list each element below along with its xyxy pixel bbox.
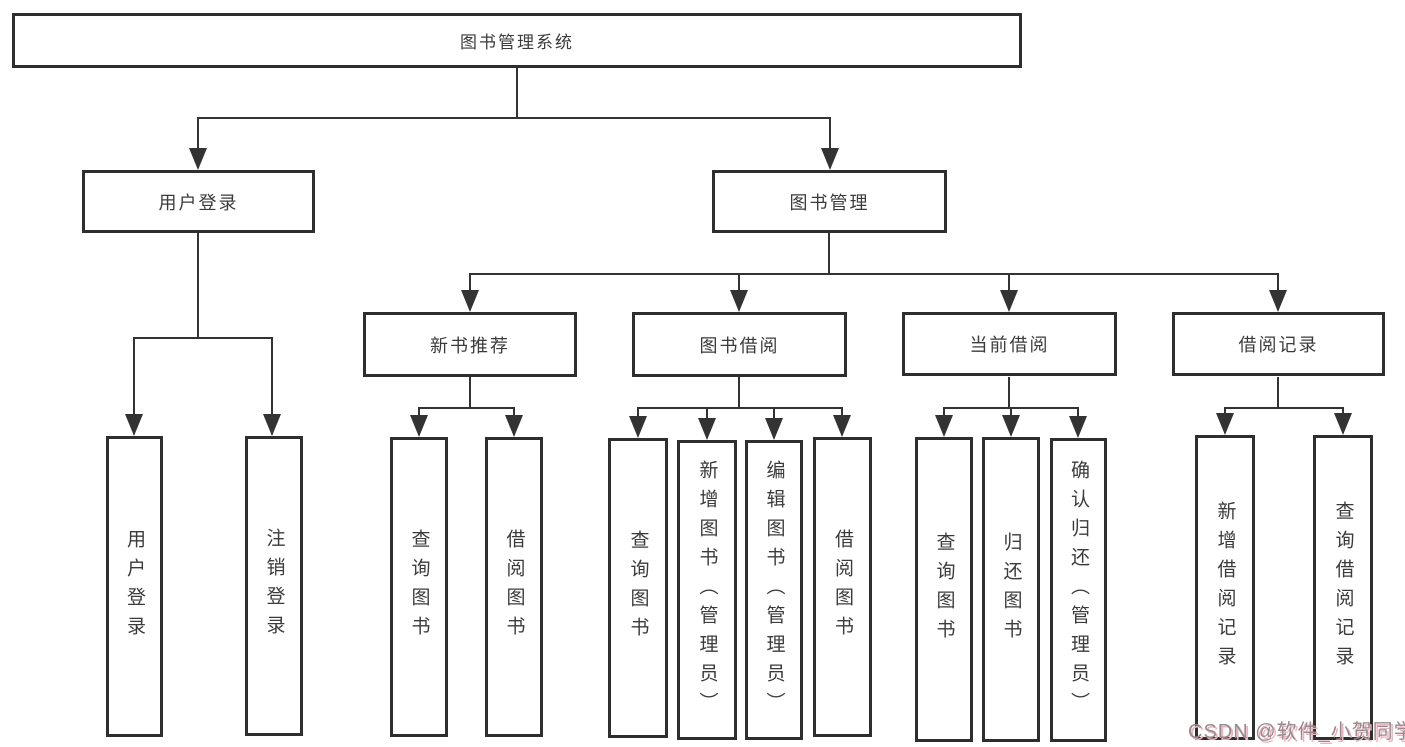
arrow-down-icon	[1002, 415, 1020, 437]
node-label: 编辑图书（管理员）	[763, 459, 785, 721]
node-label: 确认归还（管理员）	[1068, 459, 1089, 721]
connector-line	[637, 407, 843, 409]
arrow-down-icon	[833, 415, 851, 437]
node-label: 查询借阅记录	[1332, 500, 1354, 675]
arrow-down-icon	[730, 290, 748, 312]
connector-line	[738, 377, 740, 409]
node-label: 图书管理	[789, 192, 870, 213]
leaf-borrow-books-1: 借阅图书	[485, 437, 543, 737]
node-book-borrowing: 图书借阅	[632, 312, 847, 377]
arrow-down-icon	[698, 418, 716, 440]
leaf-logout: 注销登录	[245, 436, 303, 736]
leaf-return-books: 归还图书	[982, 437, 1040, 742]
node-borrowing-records: 借阅记录	[1172, 312, 1385, 376]
node-label: 查询图书	[627, 530, 649, 646]
leaf-add-books-admin: 新增图书（管理员）	[677, 440, 737, 740]
connector-line	[197, 117, 199, 168]
arrow-down-icon	[1334, 413, 1352, 435]
leaf-user-login: 用户登录	[106, 436, 163, 737]
node-new-book-recommend: 新书推荐	[363, 312, 577, 377]
node-label: 归还图书	[1000, 531, 1022, 648]
node-label: 借阅记录	[1238, 335, 1319, 355]
arrow-down-icon	[1000, 290, 1018, 312]
arrow-down-icon	[765, 418, 783, 440]
leaf-query-books-1: 查询图书	[390, 437, 448, 737]
node-user-login: 用户登录	[82, 170, 315, 233]
arrow-down-icon	[125, 414, 143, 436]
connector-line	[829, 117, 831, 168]
arrow-down-icon	[629, 416, 647, 438]
arrow-down-icon	[821, 148, 839, 170]
node-book-management: 图书管理	[712, 170, 947, 233]
leaf-edit-books-admin: 编辑图书（管理员）	[745, 440, 803, 740]
node-current-borrowing: 当前借阅	[902, 312, 1117, 376]
connector-line	[418, 407, 515, 409]
node-label: 用户登录	[124, 528, 145, 645]
arrow-down-icon	[1069, 416, 1087, 438]
arrow-down-icon	[505, 415, 523, 437]
arrow-down-icon	[935, 415, 953, 437]
connector-line	[516, 67, 518, 119]
connector-line	[197, 233, 199, 339]
arrow-down-icon	[461, 290, 479, 312]
csdn-watermark: CSDN @软件_小贺同学	[1188, 721, 1405, 743]
connector-line	[1224, 407, 1344, 409]
node-label: 新增图书（管理员）	[696, 459, 718, 721]
node-label: 注销登录	[263, 528, 285, 644]
connector-line	[828, 233, 830, 275]
leaf-query-books-3: 查询图书	[915, 437, 973, 742]
arrow-down-icon	[1269, 290, 1287, 312]
node-label: 新增借阅记录	[1214, 500, 1236, 675]
connector-line	[469, 273, 1279, 275]
connector-line	[133, 337, 135, 434]
connector-line	[1277, 377, 1279, 409]
connector-line	[197, 117, 831, 119]
arrow-down-icon	[189, 148, 207, 170]
leaf-query-borrow-record: 查询借阅记录	[1313, 435, 1373, 740]
node-label: 新书推荐	[430, 335, 510, 356]
leaf-query-books-2: 查询图书	[608, 438, 668, 738]
connector-line	[133, 337, 273, 339]
leaf-confirm-return-admin: 确认归还（管理员）	[1050, 438, 1107, 742]
node-label: 图书借阅	[699, 335, 780, 356]
leaf-borrow-books-2: 借阅图书	[813, 437, 872, 737]
connector-line	[271, 337, 273, 434]
connector-line	[469, 377, 471, 409]
node-label: 查询图书	[408, 529, 430, 645]
node-label: 图书管理系统	[460, 33, 574, 52]
node-label: 借阅图书	[503, 529, 525, 645]
arrow-down-icon	[263, 414, 281, 436]
node-label: 当前借阅	[969, 335, 1050, 355]
node-library-management-system: 图书管理系统	[12, 13, 1022, 68]
connector-line	[1008, 377, 1010, 409]
node-label: 查询图书	[933, 531, 955, 648]
node-label: 借阅图书	[832, 529, 853, 645]
arrow-down-icon	[410, 415, 428, 437]
arrow-down-icon	[1216, 413, 1234, 435]
node-label: 用户登录	[158, 192, 239, 213]
leaf-add-borrow-record: 新增借阅记录	[1195, 435, 1255, 740]
